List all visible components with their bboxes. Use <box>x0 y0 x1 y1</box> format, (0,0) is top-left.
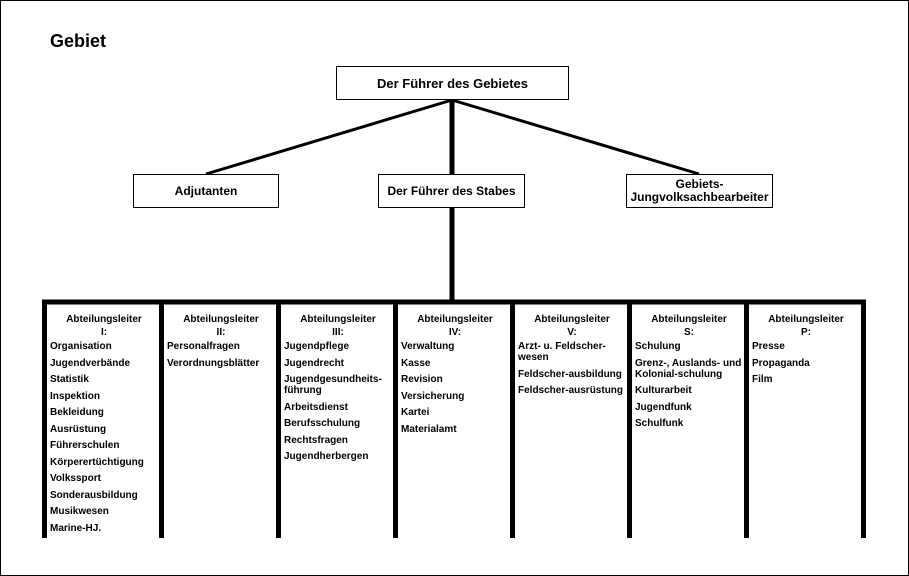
department-task: Körperertüchtigung <box>50 456 144 468</box>
department-task: Volkssport <box>50 473 101 484</box>
department-task: Jugendpflege <box>284 341 350 352</box>
department-task: Film <box>752 374 773 385</box>
department-task: Führerschulen <box>50 440 120 451</box>
department-task: Propaganda <box>752 357 810 369</box>
department-heading-title: Abteilungsleiter <box>183 314 259 325</box>
department-task: Arbeitsdienst <box>284 401 348 413</box>
department-task: Organisation <box>50 341 112 352</box>
department-task: Verordnungsblätter <box>167 357 260 369</box>
department-task: Jugendherbergen <box>284 451 369 462</box>
department-heading-title: Abteilungsleiter <box>768 314 844 325</box>
department-task: Jugendgesundheits-führung <box>284 374 382 396</box>
department-heading-number: V: <box>567 326 577 338</box>
department-task: Versicherung <box>401 390 465 402</box>
connector-top-to-adjutanten <box>205 98 453 176</box>
department-task: Inspektion <box>50 390 101 402</box>
department-heading-title: Abteilungsleiter <box>651 314 727 325</box>
department-task: Kartei <box>401 407 430 418</box>
department-task: Kasse <box>401 357 431 369</box>
department-heading-number: III: <box>332 326 344 338</box>
department-task: Sonderausbildung <box>50 489 138 501</box>
department-task: Materialamt <box>401 423 457 435</box>
department-task: Rechtsfragen <box>284 434 348 446</box>
department-heading-number: II: <box>216 326 226 338</box>
jv-line-1: Gebiets- <box>675 177 724 191</box>
department-task: Jugendverbände <box>50 357 131 369</box>
department-task: Berufsschulung <box>284 418 361 429</box>
department-task: Grenz-, Auslands- und Kolonial-schulung <box>635 357 742 380</box>
department-task: Verwaltung <box>401 341 455 352</box>
department-task: Bekleidung <box>50 407 104 418</box>
department-task: Feldscher-ausrüstung <box>518 385 624 396</box>
department-task: Statistik <box>50 374 89 385</box>
fuehrer-des-stabes-box: Der Führer des Stabes <box>378 174 525 208</box>
department-task: Schulfunk <box>635 418 684 429</box>
department-task: Jugendrecht <box>284 357 345 369</box>
department-task: Marine-HJ. <box>50 522 102 534</box>
department-task: Personalfragen <box>167 341 240 352</box>
page-title: Gebiet <box>50 31 107 51</box>
fuehrer-des-gebietes-box: Der Führer des Gebietes <box>336 66 569 100</box>
department-task: Jugendfunk <box>635 401 692 413</box>
department-heading-number: I: <box>100 326 108 338</box>
department-task: Revision <box>401 374 443 385</box>
department-task: Arzt- u. Feldscher-wesen <box>518 341 606 363</box>
jv-line-2: Jungvolksachbearbeiter <box>630 190 769 204</box>
department-task: Feldscher-ausbildung <box>518 368 622 380</box>
adjutanten-box: Adjutanten <box>133 174 279 208</box>
department-task: Musikwesen <box>50 506 109 517</box>
department-dividers <box>42 300 866 538</box>
department-heading-number: S: <box>684 326 694 338</box>
department-heading-title: Abteilungsleiter <box>417 314 493 325</box>
department-heading-number: P: <box>801 326 811 338</box>
department-heading-number: IV: <box>448 326 462 338</box>
jungvolksachbearbeiter-box: Gebiets- Jungvolksachbearbeiter <box>626 174 773 208</box>
department-task: Presse <box>752 341 785 352</box>
department-heading-title: Abteilungsleiter <box>66 314 142 325</box>
connector-top-to-jv <box>451 98 700 176</box>
department-task: Schulung <box>635 341 681 352</box>
department-heading-title: Abteilungsleiter <box>534 314 610 325</box>
department-task: Kulturarbeit <box>635 385 692 396</box>
department-task: Ausrüstung <box>50 423 107 435</box>
department-heading-title: Abteilungsleiter <box>300 314 376 325</box>
